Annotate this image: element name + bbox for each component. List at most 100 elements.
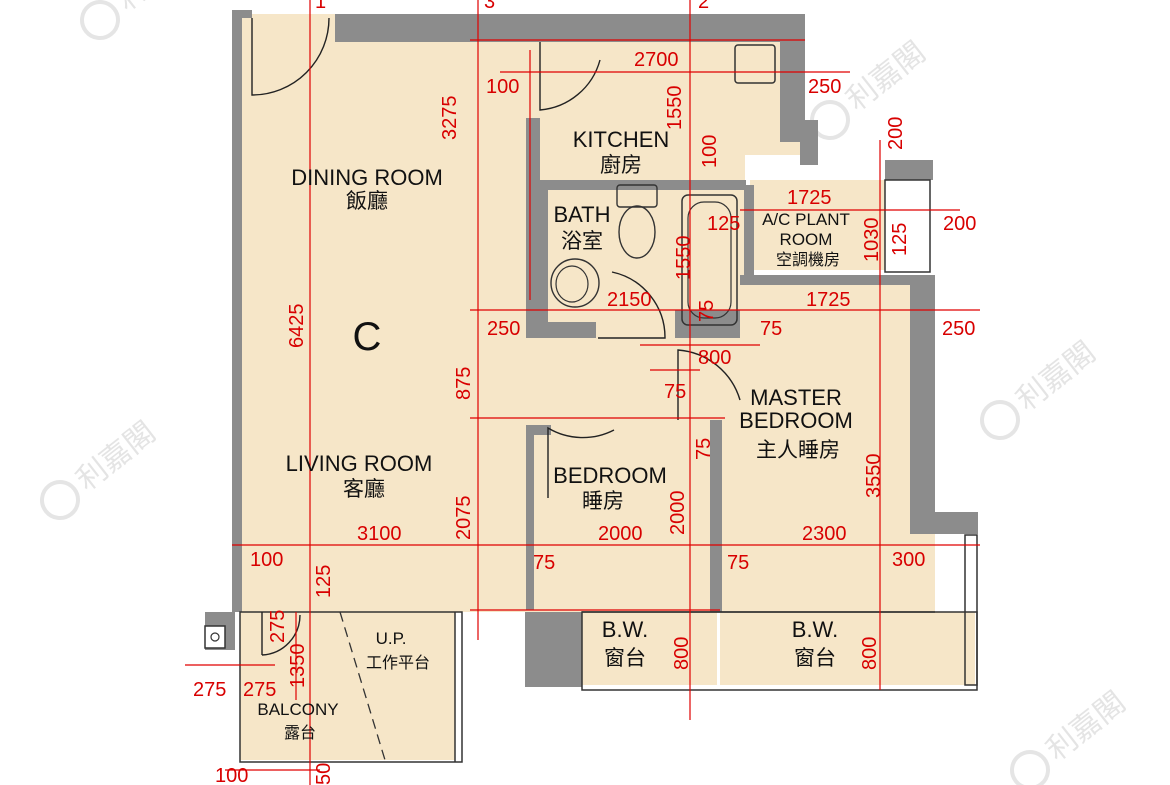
dim-v-800b: 800 bbox=[859, 637, 881, 670]
dim-v-3275: 3275 bbox=[439, 96, 461, 141]
dimension-lines bbox=[185, 0, 980, 785]
svg-text:利嘉閣: 利嘉閣 bbox=[70, 415, 162, 498]
bw2-floor bbox=[720, 612, 975, 685]
wall-master-corner bbox=[910, 512, 978, 534]
dining-room-label: DINING ROOM bbox=[291, 165, 443, 190]
dim-ac-125: 125 bbox=[707, 213, 740, 235]
dim-v-75b: 75 bbox=[693, 438, 715, 460]
wall-ac-top bbox=[885, 160, 933, 180]
up-cn-label: 工作平台 bbox=[366, 653, 430, 672]
bw2-cn-label: 窗台 bbox=[794, 646, 836, 670]
doors bbox=[251, 17, 741, 656]
ac-plant-label: A/C PLANT bbox=[762, 210, 850, 229]
wall-bw-block bbox=[525, 612, 582, 687]
bath-door-arc bbox=[598, 271, 666, 339]
bath-cn-label: 浴室 bbox=[561, 229, 603, 253]
dim-v-6425: 6425 bbox=[286, 304, 308, 349]
dim-row-2000: 2000 bbox=[598, 523, 643, 545]
dim-v-125b: 125 bbox=[313, 565, 335, 598]
master-label-1: MASTER bbox=[750, 385, 842, 410]
svg-text:利嘉閣: 利嘉閣 bbox=[1040, 685, 1132, 768]
ac-outline bbox=[884, 179, 931, 273]
room-labels: DINING ROOM 飯廳 KITCHEN 廚房 BATH 浴室 A/C PL… bbox=[257, 127, 852, 742]
dim-b-100: 100 bbox=[215, 765, 248, 785]
wall-bedroom-top bbox=[526, 425, 551, 435]
drain-icon bbox=[210, 632, 220, 642]
dim-v-125: 125 bbox=[889, 223, 911, 256]
master-cn-label: 主人睡房 bbox=[756, 438, 840, 462]
kitchen-floor bbox=[535, 42, 730, 180]
wall-bedroom-left bbox=[526, 425, 534, 610]
dim-v-200a: 200 bbox=[885, 117, 907, 150]
bedroom-door-arc bbox=[547, 426, 615, 498]
dim-h-250b: 250 bbox=[942, 318, 975, 340]
ac-plant-cn-label: 空調機房 bbox=[776, 250, 840, 269]
wall-master-right bbox=[910, 275, 935, 525]
balcony-door-arc bbox=[261, 612, 301, 656]
fridge-icon bbox=[734, 44, 776, 84]
toilet-bowl-icon bbox=[618, 205, 656, 259]
wall-kitchen-right bbox=[800, 120, 818, 165]
dim-b-275a: 275 bbox=[193, 679, 226, 701]
dim-kitchen-width: 2700 bbox=[634, 49, 679, 71]
wall-bath-left bbox=[526, 180, 548, 338]
watermark: 利嘉閣 bbox=[1010, 685, 1132, 785]
svg-text:利嘉閣: 利嘉閣 bbox=[1010, 335, 1102, 418]
bedroom-cn-label: 睡房 bbox=[582, 489, 624, 513]
svg-text:利嘉閣: 利嘉閣 bbox=[110, 0, 202, 18]
balcony-outline bbox=[239, 611, 463, 763]
living-room-label: LIVING ROOM bbox=[286, 451, 433, 476]
up-dashed-line bbox=[339, 611, 386, 761]
bathtub-inner-icon bbox=[687, 201, 732, 319]
up-label: U.P. bbox=[376, 629, 407, 648]
dim-v-75a: 75 bbox=[696, 300, 718, 322]
dim-v-2000: 2000 bbox=[667, 491, 689, 536]
master-label-2: BEDROOM bbox=[739, 408, 853, 433]
kitchen-label: KITCHEN bbox=[573, 127, 670, 152]
dim-door-75: 75 bbox=[664, 381, 686, 403]
balcony-label: BALCONY bbox=[257, 700, 338, 719]
fixtures bbox=[550, 44, 776, 326]
dim-b-50: 50 bbox=[313, 763, 335, 785]
bw1-label: B.W. bbox=[602, 617, 648, 642]
kitchen-cn-label: 廚房 bbox=[600, 153, 642, 177]
dim-top-2: 3 bbox=[484, 0, 495, 13]
dim-v-3550: 3550 bbox=[863, 454, 885, 499]
bath-label: BATH bbox=[553, 202, 610, 227]
ac-plant-room-label: ROOM bbox=[780, 230, 833, 249]
wall-top-left bbox=[232, 10, 252, 18]
dim-door-800: 800 bbox=[698, 347, 731, 369]
wall-top bbox=[335, 14, 805, 42]
living-room-cn-label: 客廳 bbox=[343, 477, 385, 501]
dim-v-1550b: 1550 bbox=[673, 236, 695, 281]
dim-row-3100: 3100 bbox=[357, 523, 402, 545]
svg-text:利嘉閣: 利嘉閣 bbox=[840, 35, 932, 118]
dim-row-100: 100 bbox=[250, 549, 283, 571]
watermark: 利嘉閣 bbox=[80, 0, 202, 40]
basin-icon bbox=[550, 258, 600, 308]
dim-row-2300: 2300 bbox=[802, 523, 847, 545]
dimension-labels: 1 3 2 2700 100 250 3275 1550 100 200 172… bbox=[193, 0, 976, 785]
dim-h-250a: 250 bbox=[487, 318, 520, 340]
watermark: 利嘉閣 bbox=[40, 415, 162, 520]
bw1-cn-label: 窗台 bbox=[604, 646, 646, 670]
bedroom-label: BEDROOM bbox=[553, 463, 667, 488]
bathtub-icon bbox=[681, 194, 738, 326]
dim-row-300: 300 bbox=[892, 549, 925, 571]
bw2-label: B.W. bbox=[792, 617, 838, 642]
master-door-arc bbox=[677, 349, 741, 420]
dim-top-3: 2 bbox=[698, 0, 709, 13]
wall-bath-bottom bbox=[526, 322, 596, 338]
toilet-tank-icon bbox=[616, 184, 658, 208]
kitchen-door-arc bbox=[539, 42, 601, 111]
bw1-floor bbox=[582, 612, 717, 685]
dim-v-100: 100 bbox=[699, 135, 721, 168]
wall-ac-left bbox=[744, 185, 754, 285]
dim-v-2075: 2075 bbox=[453, 496, 475, 541]
basin-inner-icon bbox=[555, 265, 589, 303]
dim-v-1550a: 1550 bbox=[664, 86, 686, 131]
wall-master-top bbox=[740, 275, 915, 285]
watermark: 利嘉閣 bbox=[980, 335, 1102, 440]
ac-plant-floor bbox=[750, 180, 885, 270]
